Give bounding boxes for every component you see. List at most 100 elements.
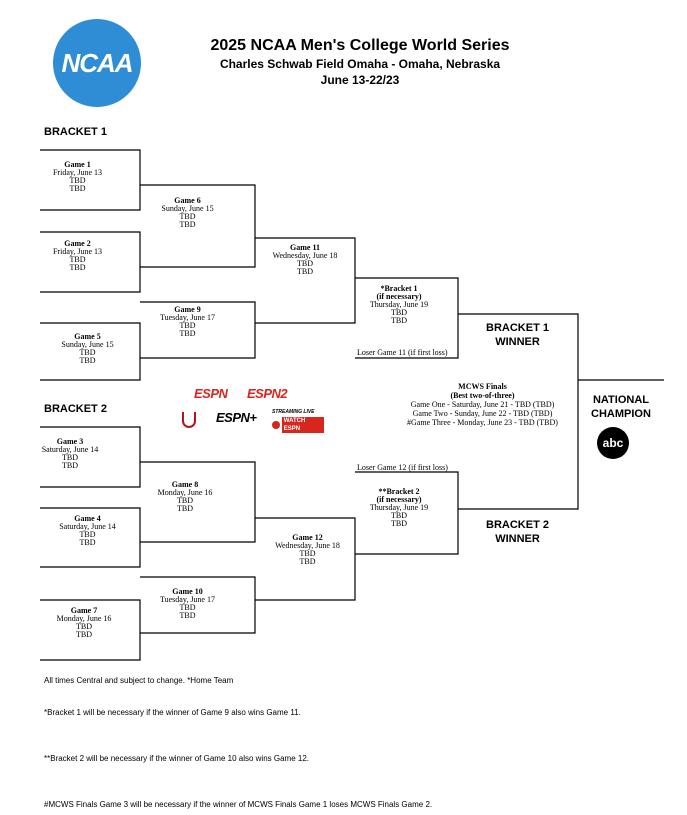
team-1: TBD — [79, 348, 96, 357]
team-2: TBD — [391, 519, 407, 528]
ncaa-logo: NCAA — [53, 19, 141, 107]
footnote-times: All times Central and subject to change.… — [44, 676, 234, 685]
team-1: TBD — [69, 255, 86, 264]
team-1: TBD — [391, 308, 407, 317]
bracket-1-game: *Bracket 1 (if necessary) Thursday, June… — [358, 285, 440, 325]
game-12: Game 12 Wednesday, June 18 TBD TBD — [260, 534, 355, 566]
game-title: Game 10 — [172, 587, 203, 596]
winner-line-2: WINNER — [495, 336, 540, 348]
utah-u-icon — [182, 412, 196, 428]
game-date: Saturday, June 14 — [41, 445, 99, 454]
loser-game-11-note: Loser Game 11 (if first loss) — [357, 348, 448, 357]
team-2: TBD — [179, 611, 196, 620]
game-date: Sunday, June 15 — [61, 340, 114, 349]
bracket-1-label: BRACKET 1 — [44, 126, 107, 138]
team-2: TBD — [69, 184, 86, 193]
espn-logo: ESPN — [194, 386, 228, 401]
abc-logo-text: abc — [602, 436, 624, 450]
game-9: Game 9 Tuesday, June 17 TBD TBD — [140, 306, 235, 338]
game-4: Game 4 Saturday, June 14 TBD TBD — [40, 515, 135, 547]
team-2: TBD — [62, 461, 78, 470]
espn2-logo: ESPN2 — [247, 386, 288, 401]
bracket-2-label: BRACKET 2 — [44, 403, 107, 415]
team-1: TBD — [177, 496, 193, 505]
game-date: Saturday, June 14 — [59, 522, 116, 531]
finals-game-1: Game One - Saturday, June 21 - TBD (TBD) — [410, 400, 555, 409]
finals-game-2: Game Two - Sunday, June 22 - TBD (TBD) — [412, 409, 553, 418]
game-title: Game 11 — [290, 243, 320, 252]
game-title: Game 9 — [174, 305, 201, 314]
game-date: Friday, June 13 — [52, 247, 103, 256]
game-6: Game 6 Sunday, June 15 TBD TBD — [140, 197, 235, 229]
game-date: Wednesday, June 18 — [272, 251, 338, 260]
game-8: Game 8 Monday, June 16 TBD TBD — [140, 481, 230, 513]
team-2: TBD — [76, 630, 92, 639]
game-title: **Bracket 2 — [378, 487, 420, 496]
game-11: Game 11 Wednesday, June 18 TBD TBD — [260, 244, 350, 276]
loser-game-12-note: Loser Game 12 (if first loss) — [357, 463, 448, 472]
champion-line-2: CHAMPION — [591, 408, 651, 420]
team-2: TBD — [299, 557, 316, 566]
champion-line-1: NATIONAL — [592, 394, 649, 406]
team-2: TBD — [179, 220, 196, 229]
team-2: TBD — [391, 316, 407, 325]
abc-logo: abc — [597, 427, 629, 459]
game-title: Game 6 — [174, 196, 201, 205]
game-date: Tuesday, June 17 — [160, 313, 215, 322]
game-date: Thursday, June 19 — [369, 300, 429, 309]
game-title: Game 4 — [74, 514, 101, 523]
game-subtitle: (if necessary) — [376, 292, 422, 301]
team-2: TBD — [177, 504, 193, 513]
team-2: TBD — [79, 538, 96, 547]
game-date: Tuesday, June 17 — [160, 595, 215, 604]
game-title: Game 12 — [292, 533, 323, 542]
team-1: TBD — [79, 530, 96, 539]
game-title: Game 7 — [70, 606, 98, 615]
finals-title: MCWS Finals — [458, 382, 507, 391]
winner-line-2: WINNER — [495, 533, 540, 545]
game-2: Game 2 Friday, June 13 TBD TBD — [40, 240, 115, 272]
game-10: Game 10 Tuesday, June 17 TBD TBD — [140, 588, 235, 620]
winner-line-1: BRACKET 1 — [486, 322, 549, 334]
game-title: Game 2 — [64, 239, 91, 248]
game-title: Game 3 — [56, 437, 84, 446]
streaming-live-text: STREAMING LIVE — [272, 409, 315, 415]
bracket-2-winner: BRACKET 2 WINNER — [470, 518, 565, 546]
finals-game-3: #Game Three - Monday, June 23 - TBD (TBD… — [407, 418, 558, 427]
team-1: TBD — [179, 603, 196, 612]
ncaa-logo-text: NCAA — [61, 47, 133, 78]
game-date: Monday, June 16 — [157, 488, 213, 497]
team-2: TBD — [179, 329, 196, 338]
bracket-2-game: **Bracket 2 (if necessary) Thursday, Jun… — [358, 488, 440, 528]
game-7: Game 7 Monday, June 16 TBD TBD — [40, 607, 128, 639]
national-champion: NATIONAL CHAMPION — [580, 393, 662, 421]
venue-subtitle: Charles Schwab Field Omaha - Omaha, Nebr… — [219, 57, 501, 71]
team-1: TBD — [299, 549, 316, 558]
winner-line-1: BRACKET 2 — [486, 519, 549, 531]
mcws-finals-box: MCWS Finals (Best two-of-three) Game One… — [390, 382, 575, 427]
team-1: TBD — [297, 259, 313, 268]
game-date: Monday, June 16 — [56, 614, 112, 623]
espn-plus-text: ESPN+ — [216, 410, 257, 425]
team-1: TBD — [69, 176, 86, 185]
footnote-finals-game-3: #MCWS Finals Game 3 will be necessary if… — [44, 800, 433, 809]
game-1: Game 1 Friday, June 13 TBD TBD — [40, 161, 115, 193]
footnote-bracket-1: *Bracket 1 will be necessary if the winn… — [44, 708, 301, 717]
game-title: Game 5 — [74, 332, 101, 341]
page-title: 2025 NCAA Men's College World Series — [210, 37, 510, 54]
team-2: TBD — [297, 267, 313, 276]
espn-plus-logo: ESPN+ — [216, 410, 257, 425]
watch-espn-badge: WATCH ESPN — [272, 417, 324, 433]
team-1: TBD — [179, 212, 196, 221]
game-5: Game 5 Sunday, June 15 TBD TBD — [40, 333, 135, 365]
game-date: Sunday, June 15 — [161, 204, 214, 213]
game-date: Wednesday, June 18 — [275, 541, 340, 550]
bracket-1-winner: BRACKET 1 WINNER — [470, 321, 565, 349]
team-1: TBD — [62, 453, 78, 462]
game-title: *Bracket 1 — [380, 284, 418, 293]
team-1: TBD — [391, 511, 407, 520]
event-dates: June 13-22/23 — [320, 73, 400, 87]
watch-play-icon — [272, 421, 280, 429]
watch-espn-text: WATCH ESPN — [281, 417, 324, 433]
